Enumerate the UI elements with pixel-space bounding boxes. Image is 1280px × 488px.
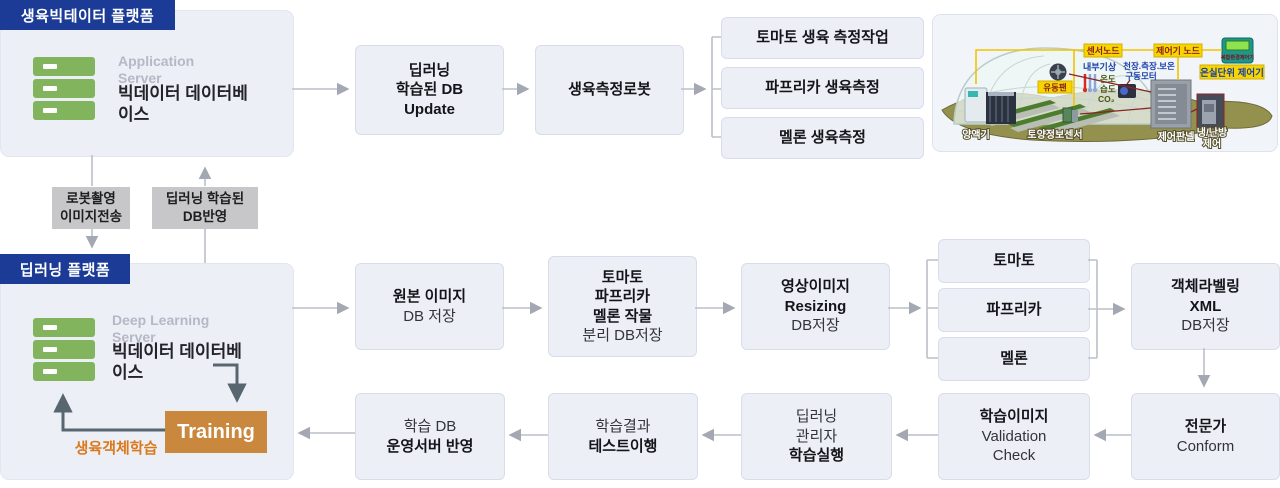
flow-box-db-update: 딥러닝 학습된 DB Update: [355, 45, 504, 135]
humidity-label: 습도: [1100, 84, 1116, 94]
soil-sensor-device: [1062, 107, 1078, 123]
unit-controller-label: 온실단위 제어기: [1200, 67, 1264, 79]
soil-sensor-label: 토양정보센서: [1027, 128, 1082, 141]
flow-box-measure-melon: 멜론 생육측정: [721, 117, 924, 159]
hvac-label-1: 냉/난방: [1197, 126, 1228, 139]
unit-controller-label-bg: [1199, 64, 1265, 80]
flow-box-deploy: 학습 DB 운영서버 반영: [355, 393, 505, 480]
fan-label-bg: [1037, 80, 1073, 94]
flow-box-resizing: 영상이미지 Resizing DB저장: [741, 263, 890, 350]
flow-box-measure-robot: 생육측정로봇: [535, 45, 684, 135]
flow-box-crop-melon: 멜론: [938, 337, 1090, 381]
control-panel-cabinet: [1150, 79, 1192, 129]
device-label: 복합환경제어기: [1221, 53, 1255, 61]
bigdata-db-label: 빅데이터 데이터베이스: [118, 84, 248, 124]
server-icon: [33, 57, 95, 120]
flow-box-expert-conform: 전문가 Conform: [1131, 393, 1280, 480]
sensor-node-label: 센서노드: [1086, 45, 1120, 56]
flow-box-validation-check: 학습이미지 Validation Check: [938, 393, 1090, 480]
bigdata-platform-badge: 생육빅테이터 플랫폼: [0, 0, 175, 30]
flow-box-test: 학습결과 테스트이행: [548, 393, 698, 480]
flow-box-train-exec: 딥러닝 관리자 학습실행: [741, 393, 892, 480]
sensor-wiring: [975, 49, 1222, 106]
thermometer-icons: [1082, 74, 1098, 93]
hvac-photo: [1196, 93, 1225, 129]
sensor-node-label-bg: [1083, 43, 1123, 58]
greenhouse-illustration: 복합환경제어기 센서노드 제어기 노드: [932, 14, 1278, 152]
nutrient-label: 양액기: [962, 128, 990, 141]
flow-box-original-image: 원본 이미지 DB 저장: [355, 263, 504, 350]
controller-node-label-bg: [1153, 43, 1203, 58]
control-arrows: [1068, 73, 1198, 115]
motor-label-1: 천장.측장.보온: [1123, 61, 1175, 71]
flow-box-measure-tomato: 토마토 생육 측정작업: [721, 17, 924, 59]
deep-learning-server-label: Deep Learning Server: [112, 312, 210, 345]
flow-box-labeling: 객체라벨링 XML DB저장: [1131, 263, 1280, 350]
flow-box-measure-paprika: 파프리카 생육측정: [721, 67, 924, 109]
indoor-weather-label: 내부기상: [1083, 61, 1117, 72]
hvac-label-2: 제어: [1203, 137, 1221, 150]
training-note: 생육객체학습: [74, 440, 158, 457]
motor-label-2: 구동모터: [1125, 71, 1156, 81]
application-server-label: Application Server: [118, 53, 195, 86]
server-icon: [33, 318, 95, 381]
flow-box-crop-split: 토마토 파프리카 멜론 작물 분리 DB저장: [548, 256, 697, 357]
unit-controller-device: 복합환경제어기: [1221, 37, 1255, 64]
db-reflect-note: 딥러닝 학습된 DB반영: [152, 187, 258, 229]
nutrient-machine: [964, 87, 1016, 124]
flow-box-crop-paprika: 파프리카: [938, 288, 1090, 332]
control-panel-label: 제어판넬: [1158, 130, 1195, 143]
temp-label: 온도: [1100, 74, 1116, 84]
controller-node-label: 제어기 노드: [1156, 45, 1201, 56]
fan-label: 유동팬: [1043, 83, 1067, 93]
robot-upload-note: 로봇촬영 이미지전송: [52, 187, 130, 229]
training-box: Training: [165, 411, 267, 453]
deeplearning-platform-badge: 딥러닝 플랫폼: [0, 254, 130, 284]
co2-label: CO₂: [1098, 94, 1115, 104]
deep-db-label: 빅데이터 데이터베이스: [112, 342, 242, 382]
flow-box-crop-tomato: 토마토: [938, 239, 1090, 283]
fan-icon: [1049, 63, 1067, 81]
